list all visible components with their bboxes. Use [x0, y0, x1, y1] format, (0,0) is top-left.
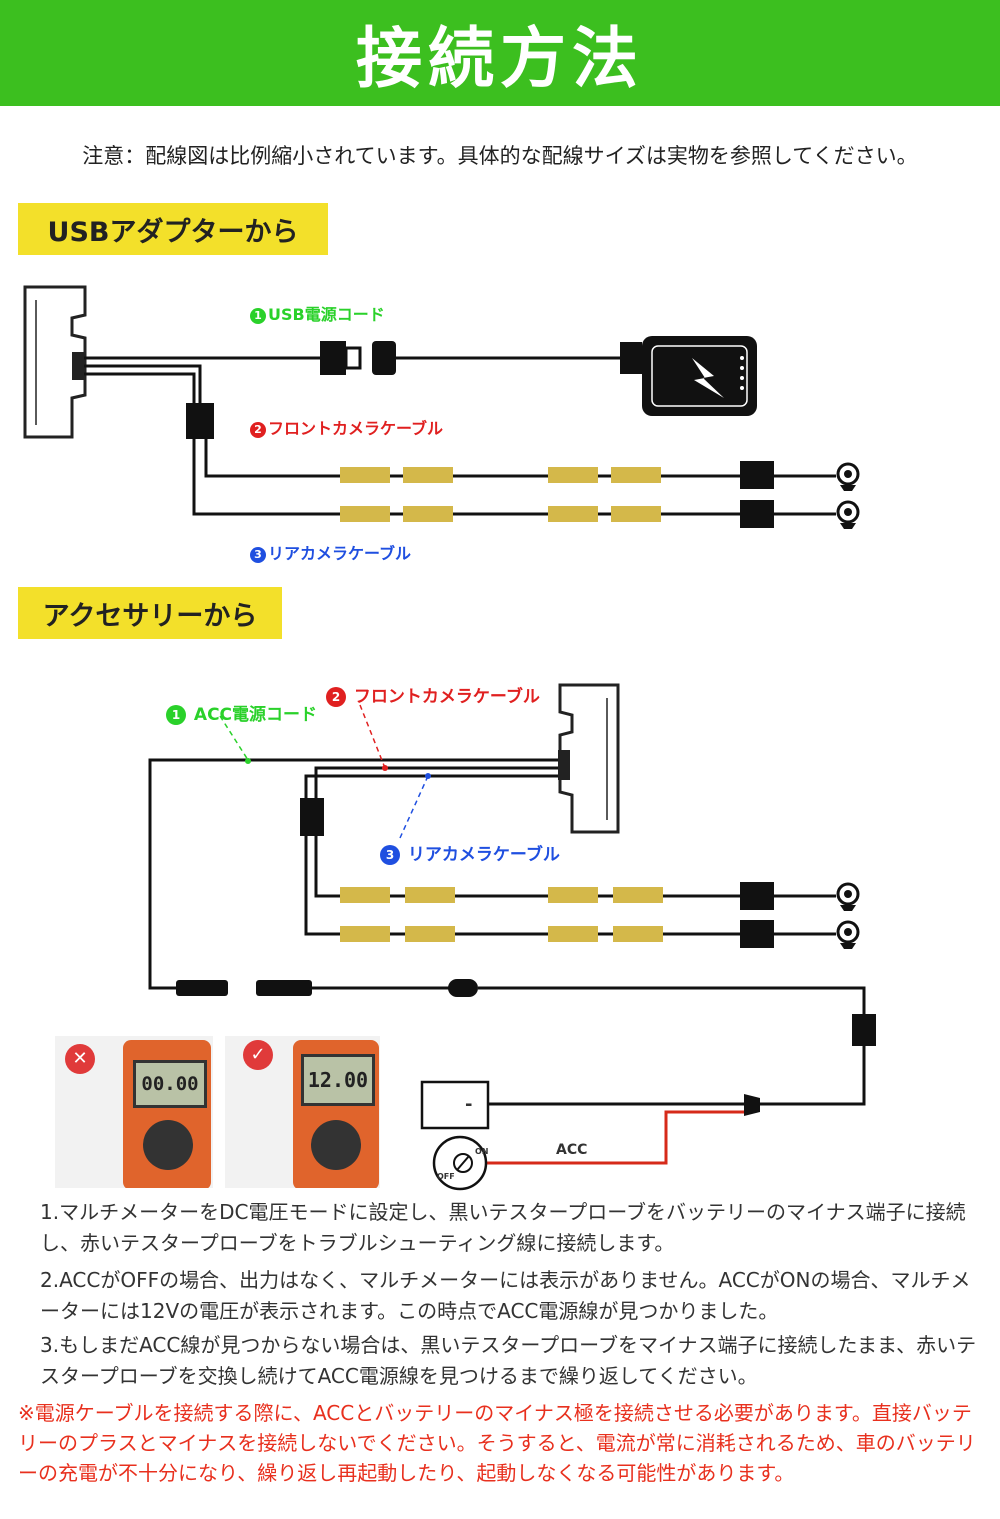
multimeter-photo-correct: ✓ 12.00: [225, 1036, 380, 1188]
switch-off-label: OFF: [437, 1172, 455, 1181]
warning-text: ※電源ケーブルを接続する際に、ACCとバッテリーのマイナス極を接続させる必要があ…: [18, 1401, 976, 1485]
front-camera-icon: [836, 462, 860, 491]
dashcam-device-2: [558, 683, 620, 834]
section-usb-label: USBアダプターから: [18, 203, 328, 255]
multimeter-display-correct: 12.00: [301, 1054, 375, 1106]
battery-box: [420, 1080, 490, 1130]
rear-camera-cable-label-2: 3 リアカメラケーブル: [380, 840, 560, 865]
scale-note: 注意：配線図は比例縮小されています。具体的な配線サイズは実物を参照してください。: [82, 144, 918, 168]
instruction-1: 1.マルチメーターをDC電圧モードに設定し、黒いテスタープローブをバッテリーのマ…: [40, 1200, 966, 1255]
rear-camera-icon: [836, 500, 860, 529]
instruction-2: 2.ACCがOFFの場合、出力はなく、マルチメーターには表示がありません。ACC…: [40, 1268, 971, 1323]
wrong-mark-icon: ✕: [65, 1044, 95, 1074]
instruction-3: 3.もしまだACC線が見つからない場合は、黒いテスタープローブをマイナス端子に接…: [40, 1333, 977, 1388]
page-header: 接続方法: [0, 0, 1000, 106]
splitter-box-2: [300, 798, 324, 836]
acc-label: ACC: [556, 1142, 588, 1158]
lightning-icon: [692, 358, 724, 398]
rear-camera-icon-2: [836, 920, 860, 949]
battery-minus-label: -: [465, 1094, 473, 1115]
section-accessory-label: アクセサリーから: [18, 587, 282, 639]
page-title: 接続方法: [356, 20, 644, 97]
multimeter-photo-wrong: ✕ 00.00: [55, 1036, 213, 1188]
multimeter-display-wrong: 00.00: [133, 1060, 207, 1108]
acc-red-wire: [480, 1110, 744, 1165]
splitter-box: [186, 403, 214, 439]
acc-power-cord-label: 1 ACC電源コード: [166, 700, 317, 725]
usb-adapter: [642, 336, 757, 416]
ignition-switch-icon: [432, 1135, 488, 1191]
check-mark-icon: ✓: [243, 1040, 273, 1070]
dashcam-device: [23, 285, 87, 439]
front-camera-cable-label-2: 2 フロントカメラケーブル: [326, 682, 540, 707]
front-camera-icon-2: [836, 882, 860, 911]
switch-on-label: ON: [475, 1147, 489, 1156]
